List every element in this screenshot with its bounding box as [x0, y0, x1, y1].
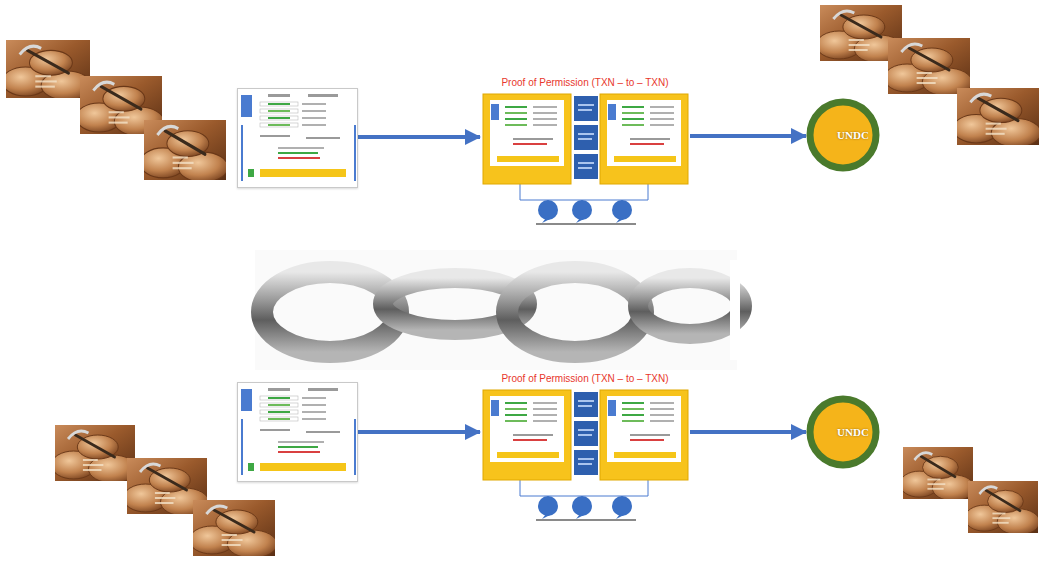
flow-arrow: [690, 430, 806, 434]
group-heading: Proof of Permission (TXN – to – TXN): [480, 372, 690, 386]
node-label: UNDC: [806, 425, 900, 439]
proof-of-permission-group: Proof of Permission (TXN – to – TXN): [480, 372, 690, 522]
pop-outline: [480, 372, 690, 522]
undc-circle: UNDC: [806, 98, 900, 172]
chain-picture: [255, 250, 742, 370]
transaction-document: [237, 382, 358, 482]
doc-outline: [238, 383, 359, 483]
node-label: UNDC: [806, 128, 900, 142]
doc-outline: [238, 89, 359, 189]
flow-arrow: [358, 430, 480, 434]
coin-images: [2, 5, 1041, 558]
pop-outline: [480, 76, 690, 226]
flow-arrow: [690, 134, 806, 138]
group-heading: Proof of Permission (TXN – to – TXN): [480, 76, 690, 90]
flow-arrow: [358, 135, 480, 139]
transaction-document: [237, 88, 358, 188]
undc-circle: UNDC: [806, 395, 900, 469]
proof-of-permission-group: Proof of Permission (TXN – to – TXN): [480, 76, 690, 226]
